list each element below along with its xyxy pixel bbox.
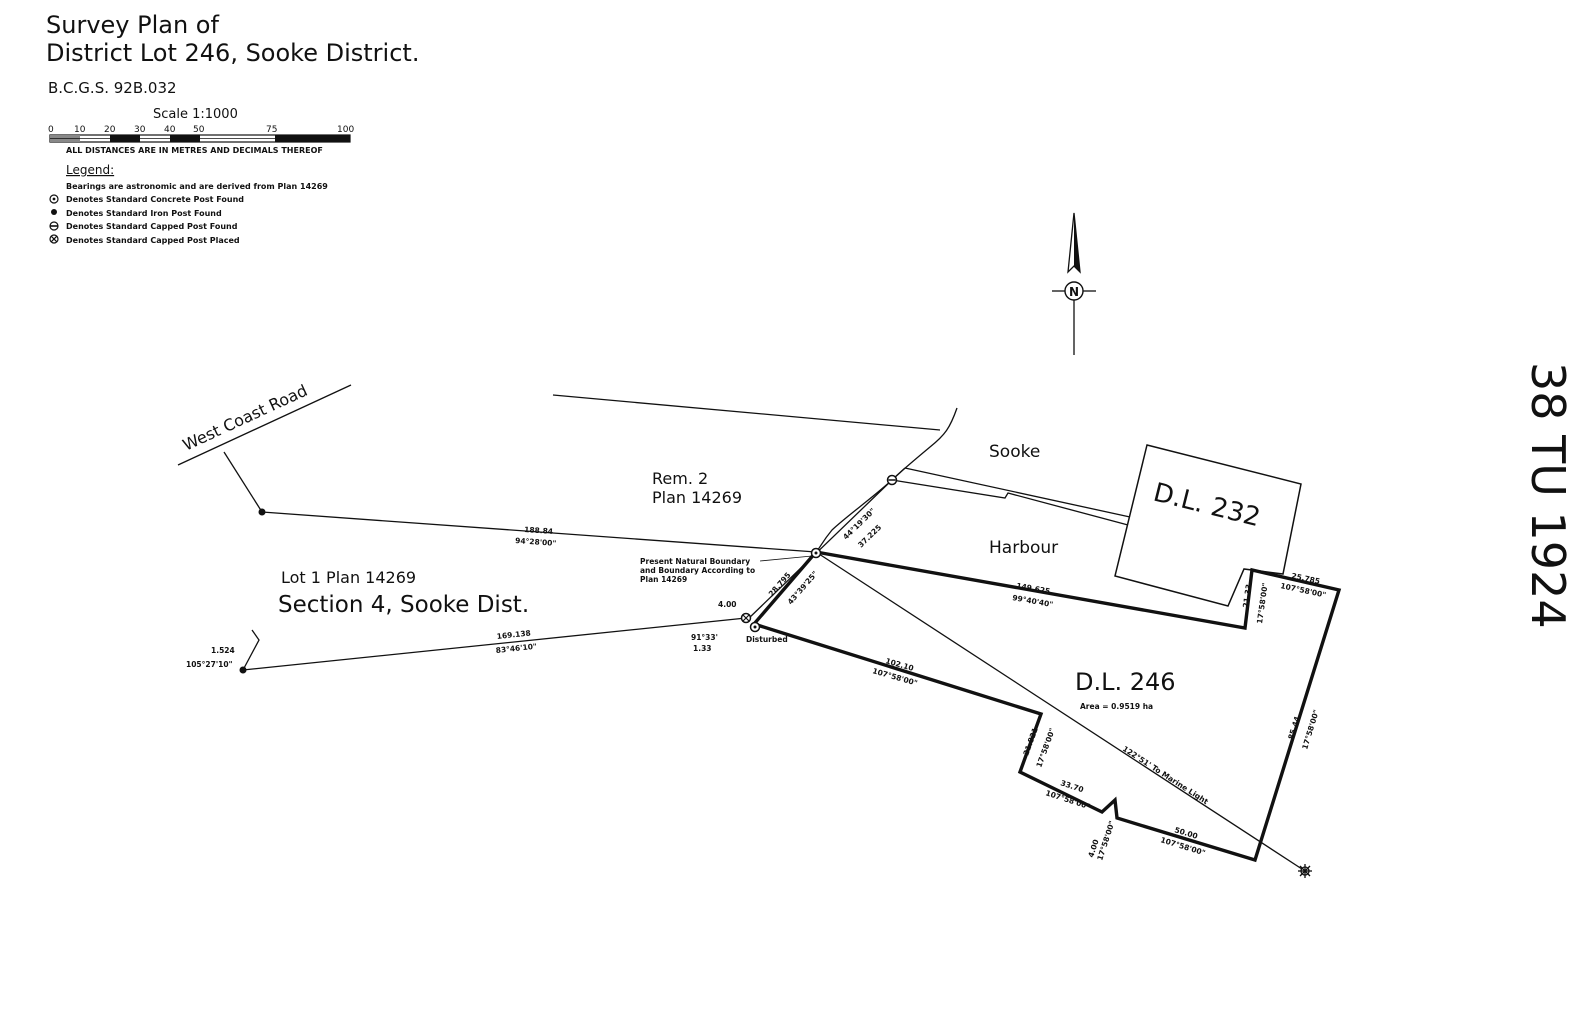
bearing-105-27: 105°27'10" (186, 660, 233, 669)
marine-light-bearing: 122°51' To Marine Light (1121, 744, 1210, 806)
dim-1-524: 1.524 (211, 646, 235, 655)
bearing-43-39: 43°39'25" (786, 569, 820, 606)
north-arrow-label: N (1069, 285, 1079, 299)
legend-item-iron: Denotes Standard Iron Post Found (66, 209, 222, 218)
scale-tick-40: 40 (164, 125, 176, 135)
scale-tick-30: 30 (134, 125, 146, 135)
scale-tick-100: 100 (337, 125, 354, 135)
dl246-label: D.L. 246 (1075, 668, 1176, 696)
handwritten-reference: 38 TU 1924 (1521, 362, 1570, 629)
west-coast-road-line (177, 384, 352, 466)
legend-item-concrete: Denotes Standard Concrete Post Found (66, 195, 244, 204)
iron-post-icon (239, 666, 247, 674)
disturbed-note: Disturbed (746, 635, 788, 644)
legend: Legend: Bearings are astronomic and are … (49, 163, 328, 245)
marine-light-line (815, 551, 1306, 872)
scale-note: ALL DISTANCES ARE IN METRES AND DECIMALS… (66, 146, 323, 155)
sooke-label: Sooke (989, 442, 1040, 462)
scale-tick-50: 50 (193, 125, 205, 135)
dl232-label: D.L. 232 (1150, 478, 1263, 533)
dl246-area: Area = 0.9519 ha (1080, 702, 1153, 711)
dl-246-parcel (751, 550, 1342, 863)
rem2-label-line1: Rem. 2 (652, 469, 708, 488)
legend-heading: Legend: (66, 163, 114, 177)
dim-4-00-top: 4.00 (718, 600, 737, 609)
title-line-1: Survey Plan of (46, 11, 219, 39)
rem2-label-line2: Plan 14269 (652, 488, 742, 507)
harbour-label: Harbour (989, 538, 1058, 558)
dim-21-33: 21.33 (1241, 584, 1253, 609)
legend-bearings-note: Bearings are astronomic and are derived … (66, 182, 328, 191)
scale-title: Scale 1:1000 (153, 107, 238, 122)
concrete-post-icon (49, 194, 59, 204)
north-arrow-icon: N (1052, 212, 1096, 355)
scale-tick-75: 75 (266, 125, 277, 135)
title-line-2: District Lot 246, Sooke District. (46, 39, 419, 67)
dim-169-138: 169.138 (496, 628, 531, 641)
boundary-lines (177, 384, 1306, 872)
natural-boundary-note-2: and Boundary According to (640, 566, 755, 575)
bcgs-reference: B.C.G.S. 92B.032 (48, 79, 177, 97)
natural-boundary-note-1: Present Natural Boundary (640, 557, 750, 566)
dim-1-33: 1.33 (693, 644, 712, 653)
iron-post-icon (258, 508, 266, 516)
scale-bar: Scale 1:1000 0 10 20 30 40 50 75 100 ALL… (48, 107, 354, 155)
map-labels: West Coast Road Rem. 2 Plan 14269 Lot 1 … (180, 381, 1264, 711)
bearing-17-58-b: 17°58'00" (1300, 708, 1321, 750)
survey-monuments (239, 474, 1312, 878)
bearing-83-46: 83°46'10" (495, 642, 537, 655)
bearing-94-28: 94°28'00" (515, 536, 557, 548)
capped-post-found-icon (49, 221, 59, 231)
legend-item-capped-found: Denotes Standard Capped Post Found (66, 222, 238, 231)
legend-item-capped-placed: Denotes Standard Capped Post Placed (66, 236, 240, 245)
bearing-17-58-a: 17°58'00" (1255, 582, 1270, 624)
title-block: Survey Plan of District Lot 246, Sooke D… (46, 11, 419, 97)
natural-boundary-note-3: Plan 14269 (640, 575, 687, 584)
angle-91-33: 91°33' (691, 633, 718, 642)
capped-post-placed-icon (49, 234, 59, 244)
dim-188-84: 188.84 (524, 525, 554, 536)
dim-21-821: 21.821 (1021, 726, 1039, 756)
marine-light-icon (1298, 864, 1312, 878)
lot1-label: Lot 1 Plan 14269 (281, 568, 416, 587)
section4-label: Section 4, Sooke Dist. (278, 592, 529, 618)
scale-tick-10: 10 (74, 125, 86, 135)
bearing-107-58-c: 107°58'00" (1044, 788, 1091, 811)
scale-tick-0: 0 (48, 125, 54, 135)
dl-232-parcel (1114, 444, 1302, 607)
west-coast-road-label: West Coast Road (180, 381, 311, 455)
dim-85-44: 85.44 (1286, 715, 1302, 740)
iron-post-icon (51, 209, 57, 215)
scale-tick-20: 20 (104, 125, 116, 135)
